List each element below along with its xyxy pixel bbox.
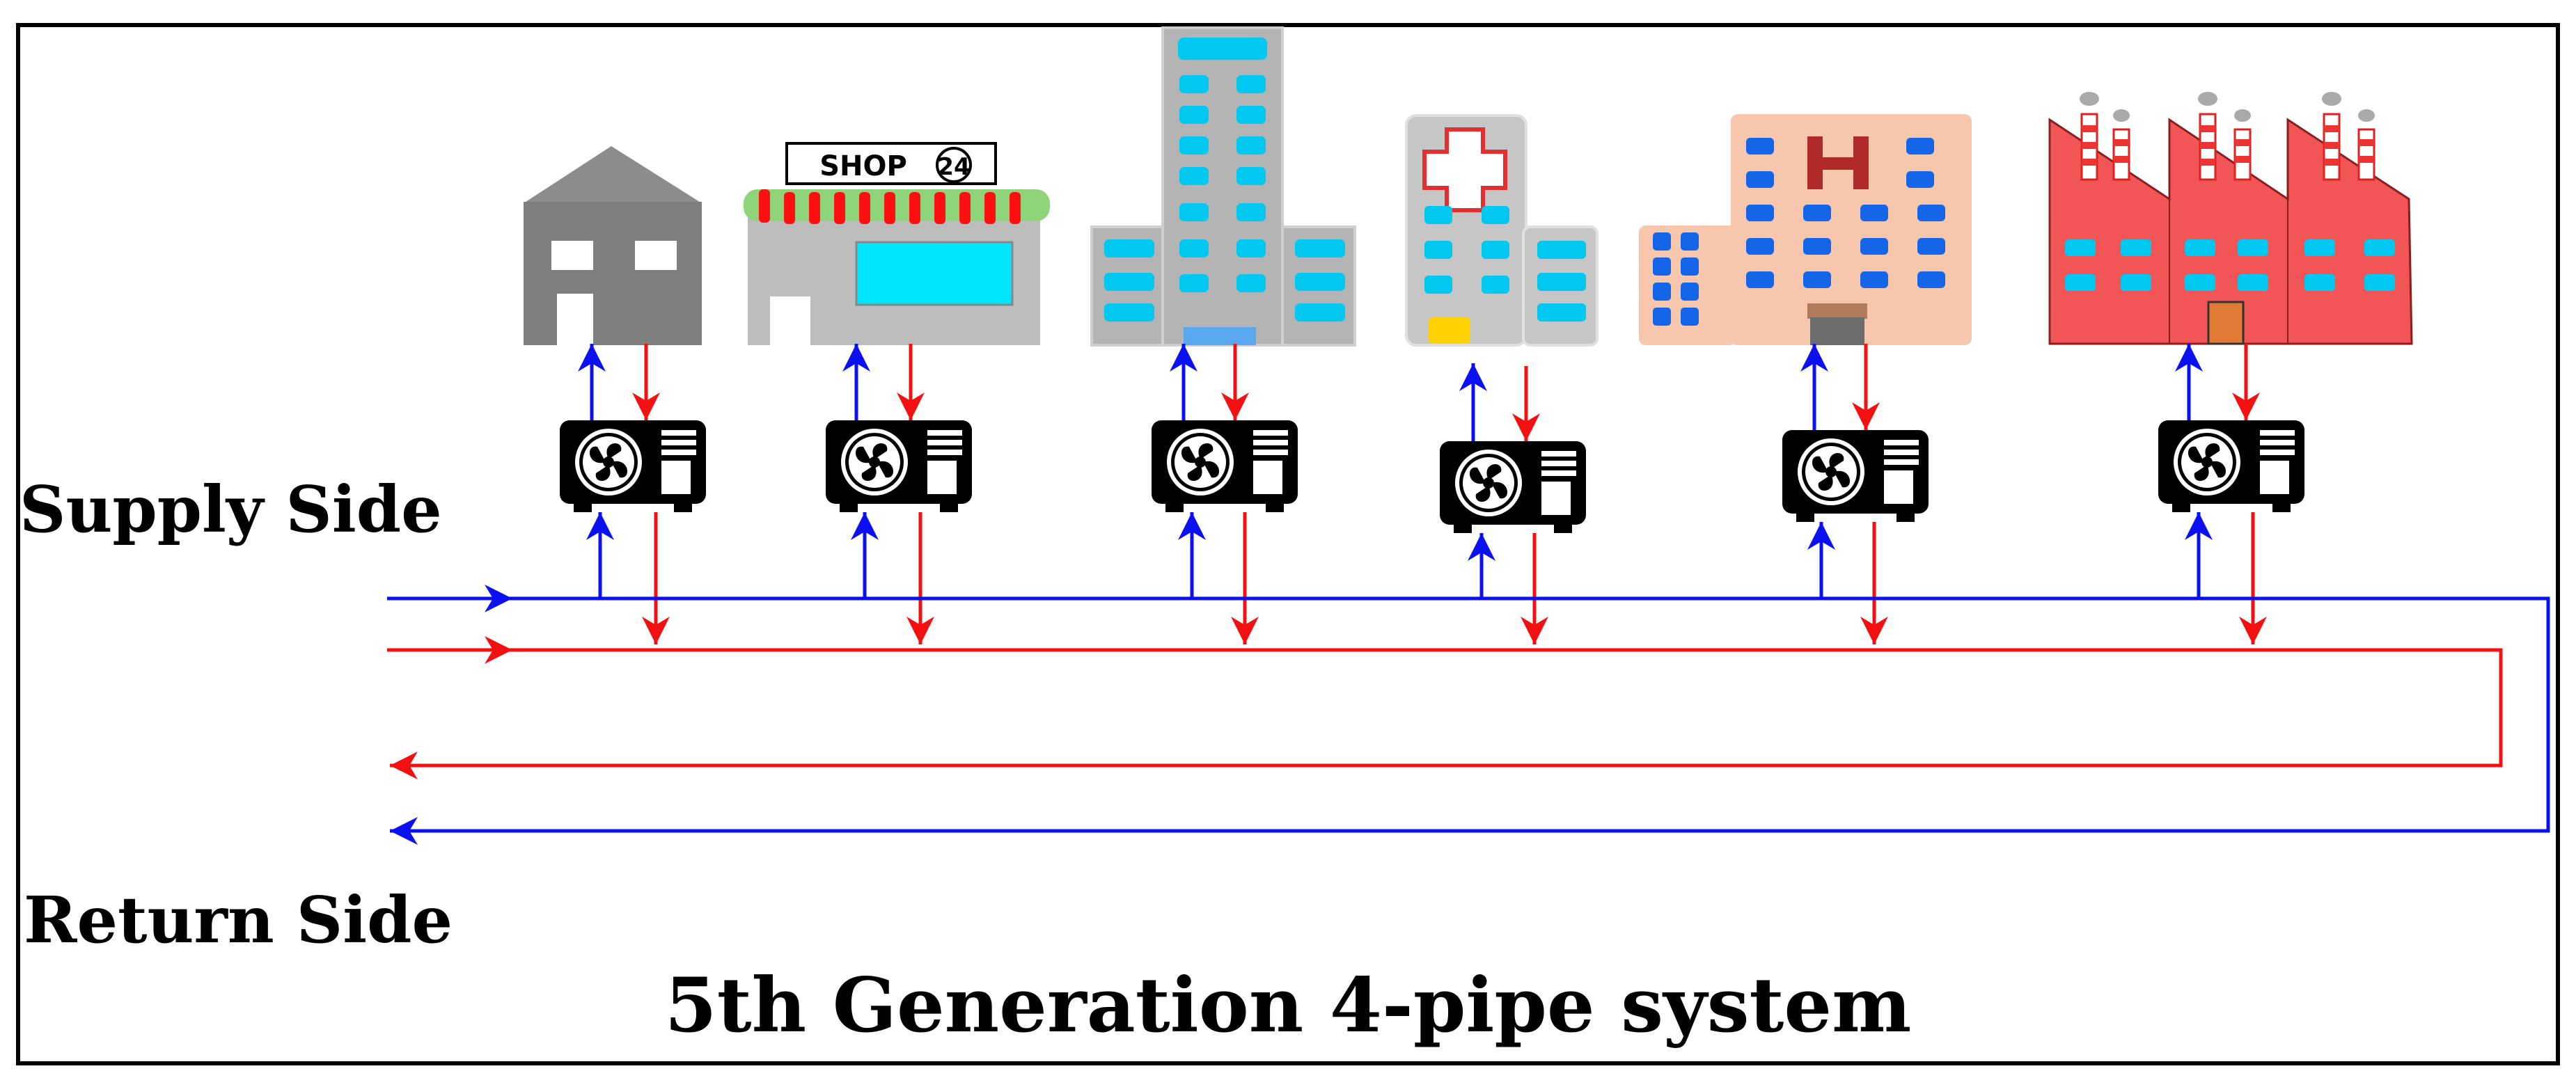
clinic-cross-icon [1405,114,1599,347]
heat-pump-unit-icon [1152,420,1298,512]
supply-side-label: Supply Side [19,472,442,547]
heat-pump-unit-icon [560,420,706,512]
warm-pipe-loop [387,636,2503,779]
diagram-title: 5th Generation 4-pipe system [665,962,1912,1049]
shop-sign-number-circle [936,147,972,183]
diagram-frame [16,23,2560,1065]
factory-icon [2048,92,2413,345]
heat-pump-unit-icon [1782,430,1929,522]
office-tower-icon [1090,26,1356,347]
pipe-connectors [586,512,2267,644]
heat-pump-unit-icon [2158,420,2304,512]
return-side-label: Return Side [24,882,453,958]
hotel-icon [1639,114,1972,345]
cold-pipe-loop [387,585,2550,845]
shop-sign-text: SHOP [819,150,907,182]
building-connectors [578,344,2260,441]
house-icon [524,146,702,345]
heat-pump-unit-icon [826,420,972,512]
heat-pump-unit-icon [1440,441,1586,533]
shop-icon: SHOP 24 [744,142,1050,345]
shop-sign-number: 24 [937,153,970,181]
